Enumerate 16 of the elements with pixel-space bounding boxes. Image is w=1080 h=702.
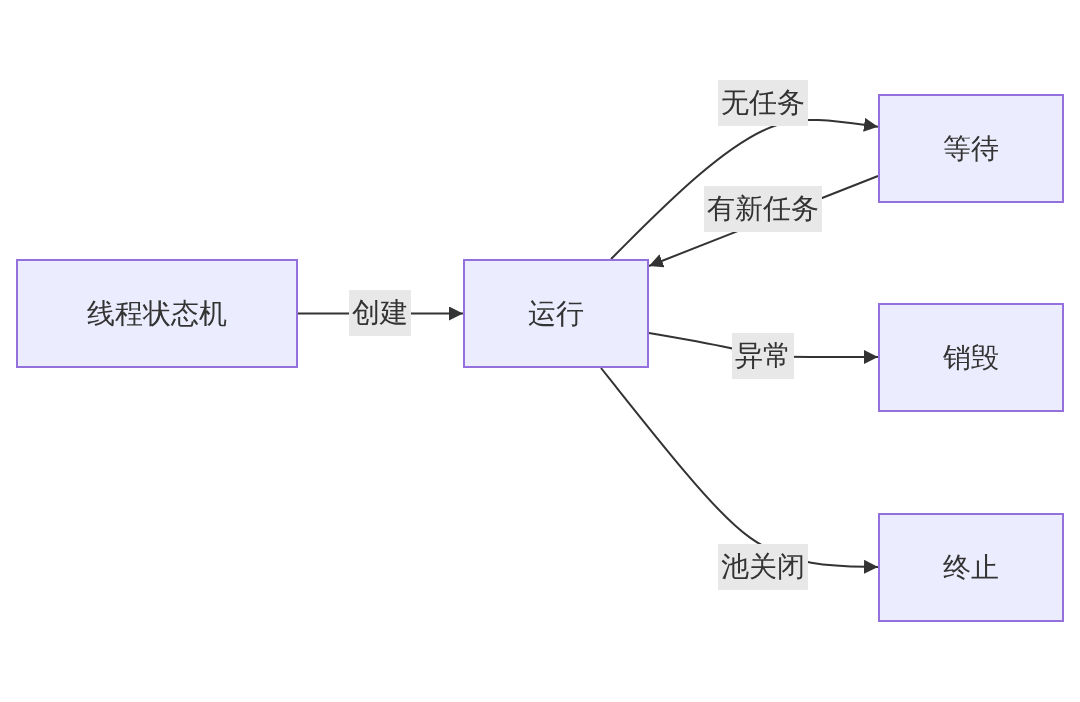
state-label: 终止 bbox=[943, 549, 999, 586]
edge-label: 池关闭 bbox=[718, 544, 808, 590]
state-box bbox=[878, 303, 1064, 412]
state-label: 运行 bbox=[528, 295, 584, 332]
state-label: 线程状态机 bbox=[87, 295, 227, 332]
arrow bbox=[610, 117, 879, 260]
edge-label: 创建 bbox=[349, 290, 411, 336]
state-label: 等待 bbox=[943, 130, 999, 167]
edge-label: 异常 bbox=[732, 333, 794, 379]
edge-label: 有新任务 bbox=[704, 186, 822, 232]
state-box bbox=[878, 513, 1064, 622]
state-box bbox=[463, 259, 649, 368]
edge-label: 无任务 bbox=[718, 80, 808, 126]
state-box bbox=[16, 259, 298, 368]
state-box bbox=[878, 94, 1064, 203]
state-label: 销毁 bbox=[943, 339, 999, 376]
